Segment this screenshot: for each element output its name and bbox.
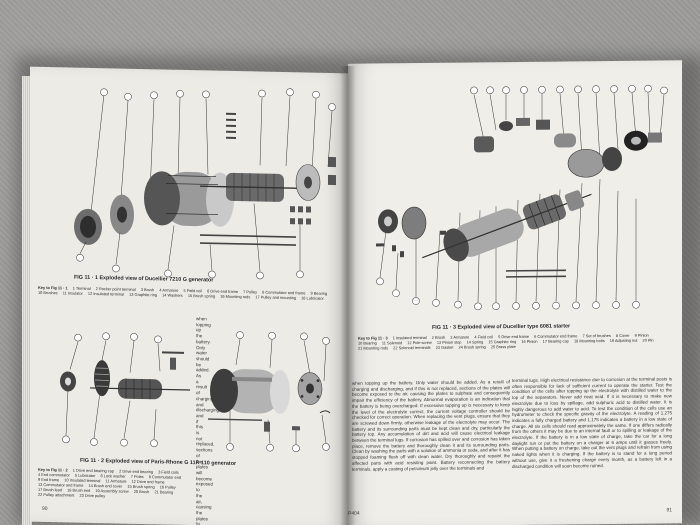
key-item: 16 Pinion <box>521 338 538 344</box>
generator-exploded-diagram-2 <box>60 332 190 448</box>
generator-exploded-diagram-1 <box>74 88 336 280</box>
key-item: 21 Mounting rods <box>358 345 389 351</box>
key-item: 19 Adjusting nut <box>609 337 638 344</box>
left-page: FIG 11 · 1 Exploded view of Ducellier 72… <box>30 66 348 525</box>
key-item: 18 Lubricator <box>301 295 324 301</box>
right-page-number: 91 <box>666 507 672 514</box>
figure-3-key: Key to Fig 11 · 3 1 Insulated terminal 2… <box>358 332 676 351</box>
key-item: 24 Brush spring <box>458 344 486 350</box>
left-page-number: 90 <box>42 505 48 513</box>
key-item: 21 Bearing <box>154 489 174 495</box>
book-gutter <box>340 66 356 525</box>
starter-exploded-diagram <box>376 84 668 311</box>
key-item: 22 Pulley attachment <box>38 491 75 498</box>
key-item: 17 Pulley and mounting <box>255 294 297 301</box>
key-item: 13 Graphite ring <box>129 291 158 298</box>
right-page-left-column: when topping up the battery. Only water … <box>352 379 510 472</box>
figure-3-caption: FIG 11 · 3 Exploded view of Ducellier ty… <box>432 323 571 331</box>
key-item: 20 Pin <box>642 337 654 343</box>
key-item: 22 Solenoid terminals <box>393 344 431 351</box>
generator-housing-diagram <box>208 331 331 452</box>
figure-1-key: Key to Fig 11 · 1 1 Terminal 2 Rocker po… <box>38 285 338 301</box>
key-item: 10 Brushes <box>38 289 58 296</box>
key-item: 14 Washers <box>162 292 183 298</box>
key-item: 11 Insulator <box>62 290 83 296</box>
key-item: 23 Drive pulley <box>79 492 106 499</box>
key-item: 12 Insulated terminal <box>87 290 125 297</box>
key-item: 15 Brush spring <box>187 292 216 299</box>
right-page: FIG 11 · 3 Exploded view of Ducellier ty… <box>348 60 682 525</box>
body-column-right: terminal lugs. High electrical resistanc… <box>512 376 672 469</box>
key-item: 20 Brush <box>133 488 150 495</box>
key-item: 23 Gasket <box>435 344 454 350</box>
figure-2-key: Key to Fig 11 · 2 1 Drive end bearing ca… <box>38 467 188 500</box>
key-item: 25 Brass plate <box>490 343 516 350</box>
key-item: 16 Mounting rods <box>220 293 251 300</box>
key-item: 18 Mounting bolts <box>573 338 605 344</box>
key-item: 17 Bearing cap <box>542 338 569 344</box>
page-edge-stack <box>22 76 32 525</box>
figure-2-caption: FIG 11 · 2 Exploded view of Paris-Rhone … <box>80 457 237 467</box>
